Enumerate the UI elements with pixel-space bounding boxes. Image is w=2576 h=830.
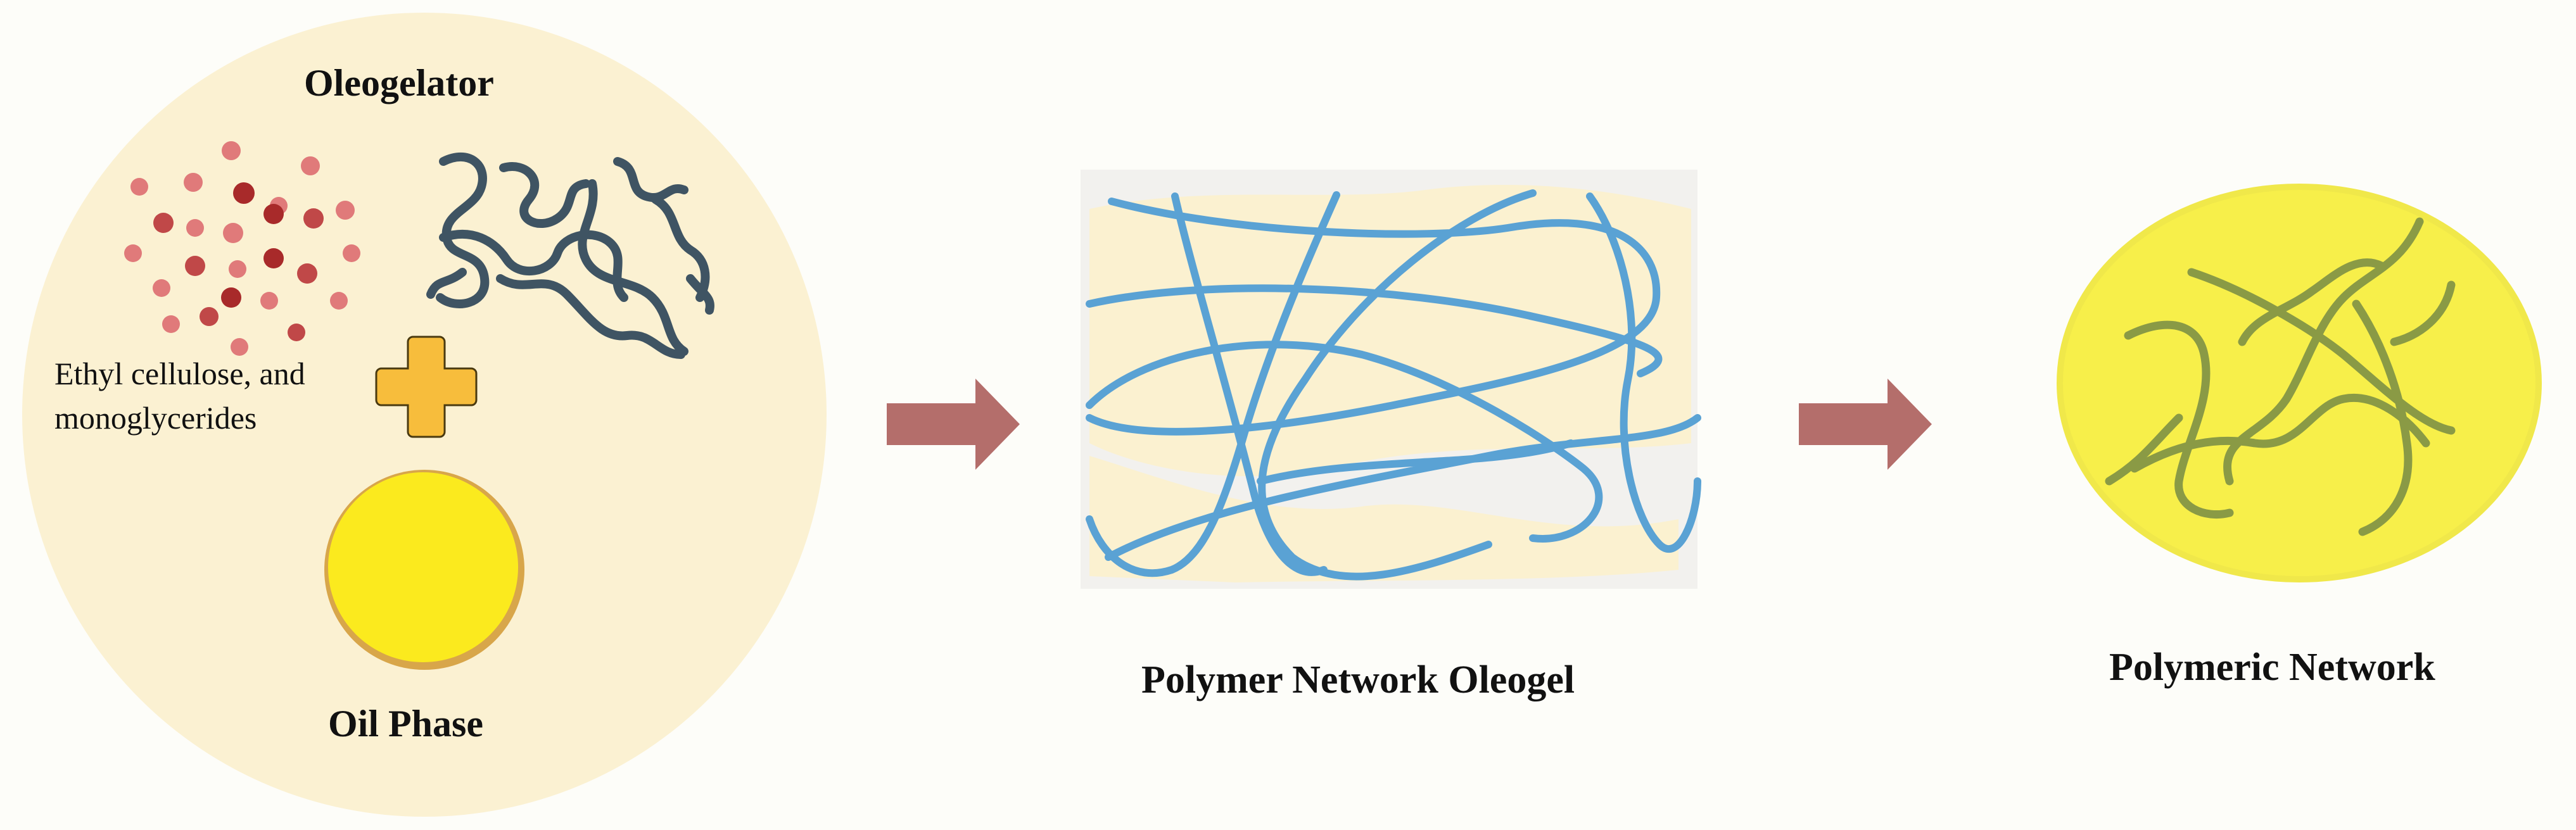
polymer-strand (426, 268, 467, 299)
polymeric-strand (2238, 258, 2386, 346)
polymer-strand (496, 274, 685, 359)
oil-droplet-fill (328, 472, 518, 662)
oleogelator-label: Oleogelator (304, 62, 494, 104)
ingredients-label: Ethyl cellulose, and monoglycerides (54, 356, 305, 436)
polymer-strand (686, 274, 714, 315)
dot (303, 208, 324, 229)
dot (153, 213, 174, 233)
dot (162, 315, 180, 333)
dot (233, 182, 255, 204)
network-fiber (1086, 198, 1661, 436)
oil-droplet (324, 470, 524, 670)
polymer-strand (613, 157, 688, 202)
dot (185, 256, 205, 276)
dot (221, 287, 241, 308)
polymeric-strands (2105, 217, 2456, 536)
dot (200, 307, 219, 326)
polymer-network-oleogel-panel (1081, 170, 1701, 589)
dot (297, 263, 317, 284)
dot (130, 178, 148, 196)
polymeric-strand (2352, 299, 2413, 536)
polymer-network-oleogel-label: Polymer Network Oleogel (1141, 658, 1575, 701)
polymeric-strand (2124, 320, 2234, 519)
oil-patches (1089, 184, 1691, 582)
oil-phase-label: Oil Phase (328, 703, 484, 745)
polymeric-strand (2390, 280, 2456, 346)
oil-patch (1089, 184, 1691, 477)
oil-patch (1089, 456, 1678, 582)
dot (301, 156, 320, 175)
dot (184, 173, 203, 192)
network-fiber (1258, 189, 1537, 581)
plus-icon (375, 336, 478, 438)
dot (288, 324, 305, 341)
dot (229, 260, 246, 278)
network-fiber (1257, 439, 1575, 485)
network-fiber (1171, 192, 1328, 576)
right-arrow-icon (1799, 379, 1932, 470)
dot (260, 292, 278, 310)
plus-shape (375, 336, 478, 438)
network-fiber (1086, 341, 1603, 543)
network-fiber (1586, 192, 1701, 553)
dot (263, 204, 284, 224)
dot (153, 279, 170, 297)
network-fiber (1086, 284, 1663, 377)
dot (222, 141, 241, 160)
dot (231, 338, 248, 356)
polymeric-strand (2105, 413, 2183, 486)
polymeric-strand (2187, 268, 2456, 435)
dot (124, 244, 142, 262)
polymer-strand (651, 195, 710, 302)
dot (336, 201, 355, 220)
polymer-strand (499, 162, 590, 229)
polymeric-strand (2130, 394, 2430, 473)
polymer-strand (578, 179, 688, 356)
ingredients-panel (22, 13, 827, 817)
dot (186, 219, 204, 237)
network-fibers (1086, 189, 1701, 581)
polymer-strand (439, 229, 628, 302)
right-arrow-icon (887, 379, 1020, 470)
ethyl-cellulose-coil (426, 152, 714, 359)
network-fiber (1086, 191, 1340, 577)
monoglyceride-dots (124, 141, 360, 356)
polymeric-network-panel (2057, 184, 2542, 582)
dot (223, 223, 243, 243)
dot (263, 248, 284, 268)
polymeric-network-label: Polymeric Network (2109, 646, 2435, 689)
dot (343, 244, 360, 262)
dot (330, 292, 348, 310)
